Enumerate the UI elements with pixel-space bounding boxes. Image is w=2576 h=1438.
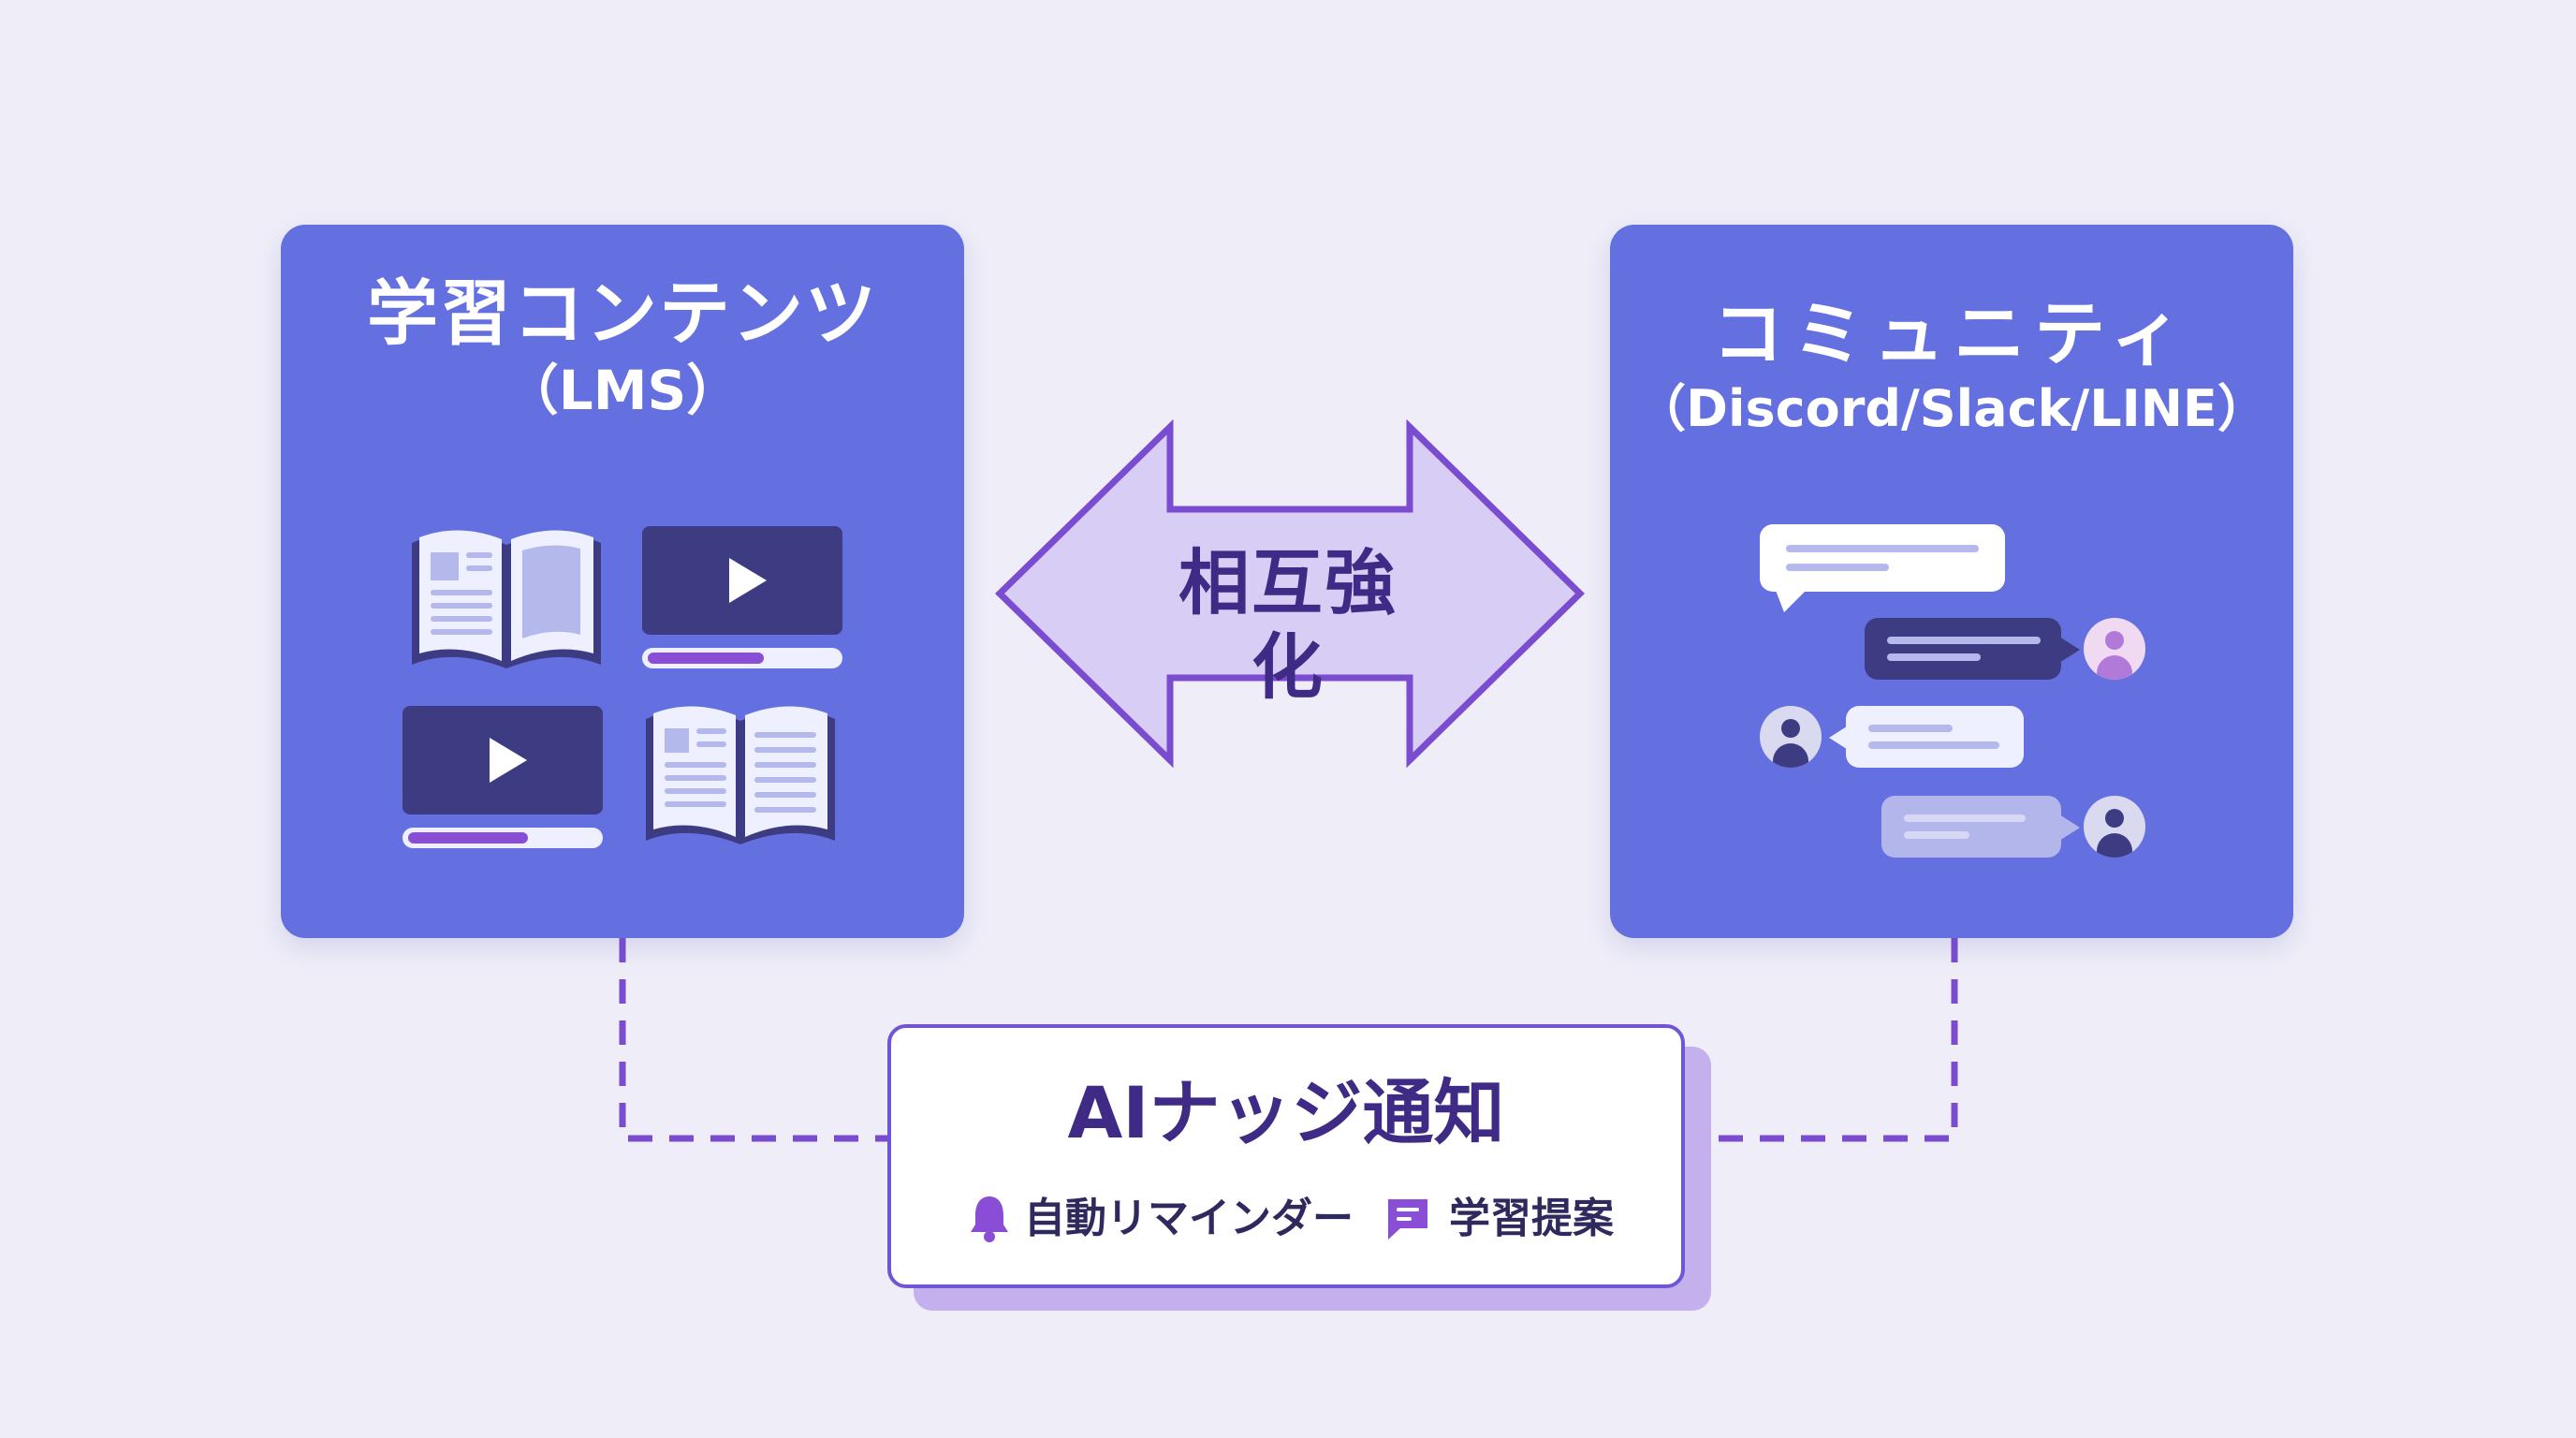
ai-nudge-card: AIナッジ通知 自動リマインダー 学習提案 — [887, 1024, 1685, 1288]
video-player-icon — [402, 706, 603, 814]
progress-bar — [402, 828, 603, 848]
connector-left — [619, 938, 887, 1142]
open-book-icon — [412, 530, 601, 668]
learning-suggestion-label: 学習提案 — [1449, 1195, 1614, 1242]
ai-chip-row: 自動リマインダー 学習提案 — [891, 1189, 1681, 1245]
bubble-tail — [1775, 588, 1808, 612]
double-arrow-icon — [994, 419, 1586, 768]
chat-bubble-icon — [1881, 796, 2061, 858]
chat-bubble-icon — [1846, 706, 2024, 768]
mutual-reinforcement-label: 相互強化 — [1178, 541, 1398, 709]
user-avatar-icon — [1760, 706, 1822, 768]
bubble-tail — [1829, 725, 1850, 751]
play-icon — [729, 558, 767, 603]
progress-fill — [408, 832, 528, 844]
lms-subtitle: （LMS） — [504, 359, 741, 422]
video-player-icon — [642, 526, 842, 635]
connector-right — [1685, 938, 1958, 1142]
message-icon — [1388, 1199, 1427, 1240]
play-icon — [490, 738, 527, 783]
community-panel: コミュニティ （Discord/Slack/LINE） — [1610, 225, 2293, 938]
bubble-tail — [2059, 814, 2080, 841]
auto-reminder-label: 自動リマインダー — [1024, 1195, 1354, 1242]
user-avatar-icon — [2084, 796, 2145, 858]
community-subtitle: （Discord/Slack/LINE） — [1635, 379, 2268, 438]
ai-nudge-title: AIナッジ通知 — [1067, 1071, 1505, 1154]
bubble-tail — [2059, 637, 2080, 663]
user-avatar-icon — [2084, 618, 2145, 680]
open-book-icon — [646, 706, 835, 844]
lms-panel: 学習コンテンツ （LMS） — [281, 225, 964, 938]
lms-title: 学習コンテンツ — [367, 271, 878, 355]
chat-bubble-icon — [1760, 524, 2005, 592]
community-title: コミュニティ — [1712, 292, 2191, 375]
progress-bar — [642, 648, 842, 668]
bell-icon — [971, 1196, 1008, 1242]
progress-fill — [648, 653, 764, 664]
chat-bubble-icon — [1865, 618, 2061, 680]
